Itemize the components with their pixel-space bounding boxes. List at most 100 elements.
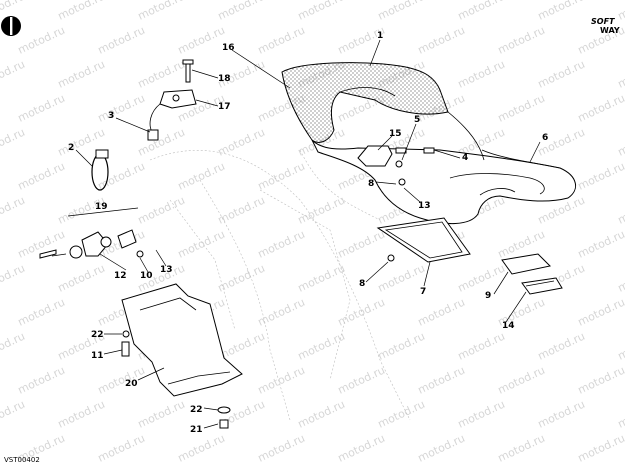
watermark-text: motod.ru bbox=[536, 58, 587, 91]
callout-22a: 22 bbox=[190, 405, 203, 415]
softway-logo: SOFT WAY bbox=[591, 17, 620, 35]
watermark-text: motod.ru bbox=[336, 296, 387, 329]
callouts: 1 2 3 4 5 6 7 8 8 9 10 11 12 13 13 14 15… bbox=[68, 31, 548, 435]
watermark-text: motod.ru bbox=[216, 126, 267, 159]
undertray-plate bbox=[121, 283, 243, 397]
watermark-text: motod.ru bbox=[176, 24, 227, 57]
callout-2: 2 bbox=[68, 143, 74, 153]
callout-8a: 8 bbox=[359, 279, 365, 289]
watermark-text: motod.ru bbox=[616, 0, 625, 23]
watermark-text: motod.ru bbox=[456, 58, 507, 91]
watermark-text: motod.ru bbox=[416, 296, 467, 329]
frame-ghost-outline bbox=[149, 149, 411, 421]
watermark-text: motod.ru bbox=[176, 160, 227, 193]
callout-6: 6 bbox=[542, 133, 548, 143]
watermark-text: motod.ru bbox=[416, 432, 467, 465]
watermark-text: motod.ru bbox=[456, 398, 507, 431]
callout-4: 4 bbox=[462, 153, 468, 163]
callout-21: 21 bbox=[190, 425, 203, 435]
callout-14: 14 bbox=[502, 321, 515, 331]
hinge-bracket bbox=[357, 145, 435, 186]
callout-19: 19 bbox=[95, 202, 108, 212]
watermark-text: motod.ru bbox=[496, 92, 547, 125]
watermark-text: motod.ru bbox=[456, 0, 507, 23]
callout-7: 7 bbox=[420, 287, 426, 297]
watermark-text: motod.ru bbox=[256, 296, 307, 329]
callout-3: 3 bbox=[108, 111, 114, 121]
watermark-text: motod.ru bbox=[56, 0, 107, 23]
watermark-text: motod.ru bbox=[576, 364, 625, 397]
watermark-text: motod.ru bbox=[0, 58, 27, 91]
callout-17: 17 bbox=[218, 102, 231, 112]
watermark-text: motod.ru bbox=[0, 126, 27, 159]
watermark-text: motod.ru bbox=[536, 398, 587, 431]
watermark-text: motod.ru bbox=[296, 330, 347, 363]
watermark-text: motod.ru bbox=[256, 432, 307, 465]
drawing-code: VST00402 bbox=[4, 456, 40, 464]
watermark-text: motod.ru bbox=[56, 398, 107, 431]
watermark-text: motod.ru bbox=[0, 398, 27, 431]
watermark-text: motod.ru bbox=[216, 0, 267, 23]
watermark-text: motod.ru bbox=[256, 160, 307, 193]
pad-small-shape bbox=[521, 277, 563, 295]
switch-assembly bbox=[147, 59, 197, 141]
watermark-text: motod.ru bbox=[576, 296, 625, 329]
watermark-text: motod.ru bbox=[96, 24, 147, 57]
watermark-text: motod.ru bbox=[256, 24, 307, 57]
callout-8b: 8 bbox=[368, 179, 374, 189]
watermark-text: motod.ru bbox=[616, 58, 625, 91]
watermark-text: motod.ru bbox=[176, 228, 227, 261]
watermark-text: motod.ru bbox=[336, 432, 387, 465]
watermark-text: motod.ru bbox=[456, 262, 507, 295]
lock-assembly bbox=[39, 207, 144, 259]
callout-1: 1 bbox=[377, 31, 383, 41]
watermark-text: motod.ru bbox=[256, 228, 307, 261]
watermark-text: motod.ru bbox=[456, 330, 507, 363]
watermark-text: motod.ru bbox=[256, 364, 307, 397]
watermark-text: motod.ru bbox=[136, 0, 187, 23]
watermark-text: motod.ru bbox=[16, 160, 67, 193]
watermark-text: motod.ru bbox=[56, 262, 107, 295]
watermark-text: motod.ru bbox=[376, 330, 427, 363]
watermark-text: motod.ru bbox=[376, 0, 427, 23]
watermark-text: motod.ru bbox=[176, 432, 227, 465]
leader-lines bbox=[75, 39, 541, 429]
watermark-text: motod.ru bbox=[616, 262, 625, 295]
callout-16: 16 bbox=[222, 43, 235, 53]
watermark-text: motod.ru bbox=[16, 364, 67, 397]
watermark-text: motod.ru bbox=[296, 194, 347, 227]
watermark-text: motod.ru bbox=[576, 92, 625, 125]
watermark-text: motod.ru bbox=[136, 126, 187, 159]
watermark-text: motod.ru bbox=[296, 262, 347, 295]
watermark-text: motod.ru bbox=[16, 296, 67, 329]
softway-line2: WAY bbox=[600, 26, 620, 35]
watermark-text: motod.ru bbox=[0, 194, 27, 227]
pad-large-shape bbox=[501, 253, 552, 275]
switch-screw-shape bbox=[185, 61, 191, 83]
watermark-text: motod.ru bbox=[496, 364, 547, 397]
watermark-text: motod.ru bbox=[296, 398, 347, 431]
callout-5: 5 bbox=[414, 115, 420, 125]
watermark-text: motod.ru bbox=[0, 262, 27, 295]
brand-logo bbox=[1, 16, 21, 36]
watermark-text: motod.ru bbox=[296, 0, 347, 23]
callout-13a: 13 bbox=[160, 265, 173, 275]
seat-tray bbox=[376, 217, 471, 263]
callout-22b: 22 bbox=[91, 330, 104, 340]
seat-body bbox=[311, 111, 576, 225]
watermark-text: motod.ru bbox=[416, 24, 467, 57]
watermark-text: motod.ru bbox=[336, 228, 387, 261]
watermark-text: motod.ru bbox=[0, 330, 27, 363]
callout-12: 12 bbox=[114, 271, 127, 281]
callout-15: 15 bbox=[389, 129, 402, 139]
watermark-text: motod.ru bbox=[576, 160, 625, 193]
watermark-text: motod.ru bbox=[136, 58, 187, 91]
watermark-text: motod.ru bbox=[96, 364, 147, 397]
watermark-text: motod.ru bbox=[616, 194, 625, 227]
watermark-text: motod.ru bbox=[536, 330, 587, 363]
pads bbox=[501, 253, 563, 295]
watermark-text: motod.ru bbox=[216, 194, 267, 227]
cable-loop bbox=[91, 149, 109, 191]
callout-13b: 13 bbox=[418, 201, 431, 211]
watermark-text: motod.ru bbox=[416, 364, 467, 397]
